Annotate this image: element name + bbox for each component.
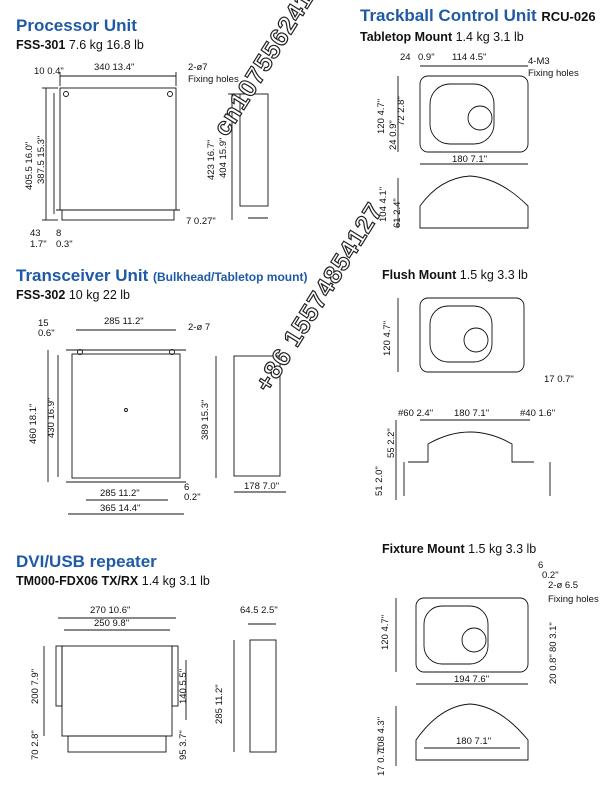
repeater-dim-h2: 140 5.5": [178, 668, 189, 704]
trackball-flush-top: [419, 297, 525, 373]
fixture-dim-holes-label: Fixing holes: [548, 594, 599, 605]
transceiver-dim-tl: 15: [38, 318, 49, 329]
repeater-model-line: TM000-FDX06 TX/RX 1.4 kg 3.1 lb: [16, 574, 210, 588]
transceiver-dim-foot-inch: 0.2": [184, 492, 201, 503]
transceiver-dim-tl-inch: 0.6": [38, 328, 55, 339]
fixture-dim-t: 6: [538, 560, 544, 571]
processor-dim-side-h2: 404 15.9": [218, 137, 229, 178]
trackball-model: RCU-026: [541, 9, 596, 24]
tabletop-dim-a: 24: [400, 52, 411, 63]
fixture-dim-h2: 80 3.1": [548, 622, 559, 652]
tabletop-title: Tabletop Mount: [360, 30, 453, 44]
transceiver-dim-h2: 430 16.9": [46, 397, 57, 438]
transceiver-dim-bottom-w: 285 11.2": [100, 488, 140, 499]
processor-dim-width: 340 13.4": [94, 62, 135, 73]
flush-dim-gap: 17 0.7": [544, 374, 574, 385]
fixture-title: Fixture Mount: [382, 542, 465, 556]
transceiver-model: FSS-302: [16, 288, 66, 302]
transceiver-title: Transceiver Unit (Bulkhead/Tabletop moun…: [16, 266, 307, 286]
repeater-dim-h3: 285 11.2": [214, 684, 225, 724]
trackball-fixture-top: [415, 597, 529, 673]
transceiver-side-outline: [233, 355, 281, 477]
processor-dim-side-h1: 423 16.7": [206, 139, 217, 180]
processor-front-outline: [59, 87, 177, 211]
processor-model-line: FSS-301 7.6 kg 16.8 lb: [16, 38, 144, 52]
repeater-dim-b2: 95 3.7": [178, 730, 189, 760]
trackball-tabletop-side: [419, 175, 529, 229]
tabletop-weight: 1.4 kg 3.1 lb: [455, 30, 524, 44]
fixture-dim-w2: 180 7.1": [456, 736, 492, 747]
processor-dim-top-margin: 10 0.4": [34, 66, 64, 77]
repeater-model: TM000-FDX06 TX/RX: [16, 574, 139, 588]
tabletop-dim-sh2: 61 2.4": [392, 198, 403, 228]
flush-dim-sh1: 55 2.2": [386, 428, 397, 458]
tabletop-dim-b: 114 4.5": [452, 52, 487, 63]
repeater-side-outline: [249, 639, 277, 753]
tabletop-dim-holes-label: Fixing holes: [528, 68, 579, 79]
flush-dim-sh2: 51 2.0": [374, 466, 385, 496]
trackball-title: Trackball Control Unit RCU-026: [360, 6, 596, 26]
processor-weight: 7.6 kg 16.8 lb: [68, 38, 144, 52]
trackball-flush-side: [408, 431, 534, 463]
processor-dim-foot: 7 0.27": [186, 216, 216, 227]
repeater-dim-h1: 200 7.9": [30, 668, 41, 704]
tabletop-dim-h1: 120 4.7": [376, 98, 387, 134]
transceiver-dim-bottom-w2: 365 14.4": [100, 503, 141, 514]
tabletop-line: Tabletop Mount 1.4 kg 3.1 lb: [360, 30, 524, 44]
tabletop-dim-h3: 24 0.9": [388, 120, 399, 150]
processor-model: FSS-301: [16, 38, 66, 52]
transceiver-dim-h1: 460 18.1": [28, 403, 39, 444]
processor-dim-b1: 43: [30, 228, 41, 239]
processor-dim-b1-inch: 1.7": [30, 239, 47, 250]
fixture-dim-t-inch: 0.2": [542, 570, 559, 581]
flush-dim-cut-left: #60 2.4": [398, 408, 434, 419]
fixture-dim-w: 194 7.6": [454, 674, 490, 685]
flush-title: Flush Mount: [382, 268, 457, 282]
repeater-dim-w1: 270 10.6": [90, 605, 131, 616]
processor-dim-h2: 387.5 15.3": [36, 135, 47, 184]
tabletop-dim-w: 180 7.1": [452, 154, 488, 165]
flush-dim-w: 180 7.1": [454, 408, 490, 419]
transceiver-model-line: FSS-302 10 kg 22 lb: [16, 288, 130, 302]
flush-line: Flush Mount 1.5 kg 3.3 lb: [382, 268, 528, 282]
repeater-weight: 1.4 kg 3.1 lb: [141, 574, 210, 588]
tabletop-dim-a-inch: 0.9": [418, 52, 435, 63]
processor-dim-holes: 2-ø7: [188, 62, 208, 73]
trackball-title-main: Trackball Control Unit: [360, 6, 537, 25]
transceiver-dim-depth: 178 7.0": [244, 481, 280, 492]
processor-side-outline: [239, 93, 269, 207]
processor-dim-b2-inch: 0.3": [56, 239, 73, 250]
fixture-dim-holes: 2-ø 6.5: [548, 580, 579, 591]
transceiver-dim-foot: 6: [184, 482, 190, 493]
flush-dim-cut-right: #40 1.6": [520, 408, 556, 419]
trackball-tabletop-top: [419, 75, 529, 153]
processor-dim-b2: 8: [56, 228, 62, 239]
transceiver-weight: 10 kg 22 lb: [68, 288, 130, 302]
repeater-title: DVI/USB repeater: [16, 552, 157, 571]
repeater-dim-side-w: 64.5 2.5": [240, 605, 278, 616]
repeater-dim-w2: 250 9.8": [94, 618, 130, 629]
transceiver-dim-side-h: 389 15.3": [200, 399, 211, 440]
fixture-dim-sh2: 17 0.7": [376, 746, 387, 776]
processor-dim-holes-label: Fixing holes: [188, 74, 239, 85]
tabletop-dim-holes: 4-M3: [528, 56, 550, 67]
fixture-line: Fixture Mount 1.5 kg 3.3 lb: [382, 542, 536, 556]
processor-title: Processor Unit: [16, 16, 137, 35]
transceiver-dim-width: 285 11.2": [104, 316, 144, 327]
transceiver-title-main: Transceiver Unit: [16, 266, 149, 285]
fixture-dim-h: 120 4.7": [380, 614, 391, 650]
transceiver-dim-holes: 2-ø 7: [188, 322, 211, 333]
flush-weight: 1.5 kg 3.3 lb: [459, 268, 528, 282]
flush-dim-h: 120 4.7": [382, 320, 393, 356]
repeater-dim-b1: 70 2.8": [30, 730, 41, 760]
fixture-weight: 1.5 kg 3.3 lb: [468, 542, 537, 556]
repeater-front-outline: [61, 645, 173, 737]
transceiver-front-outline: [71, 353, 181, 479]
fixture-dim-h3: 20 0.8": [548, 654, 559, 684]
trackball-fixture-side: [415, 703, 529, 761]
transceiver-title-suffix: (Bulkhead/Tabletop mount): [153, 270, 308, 284]
processor-dim-h1: 405.5 16.0": [24, 141, 35, 190]
